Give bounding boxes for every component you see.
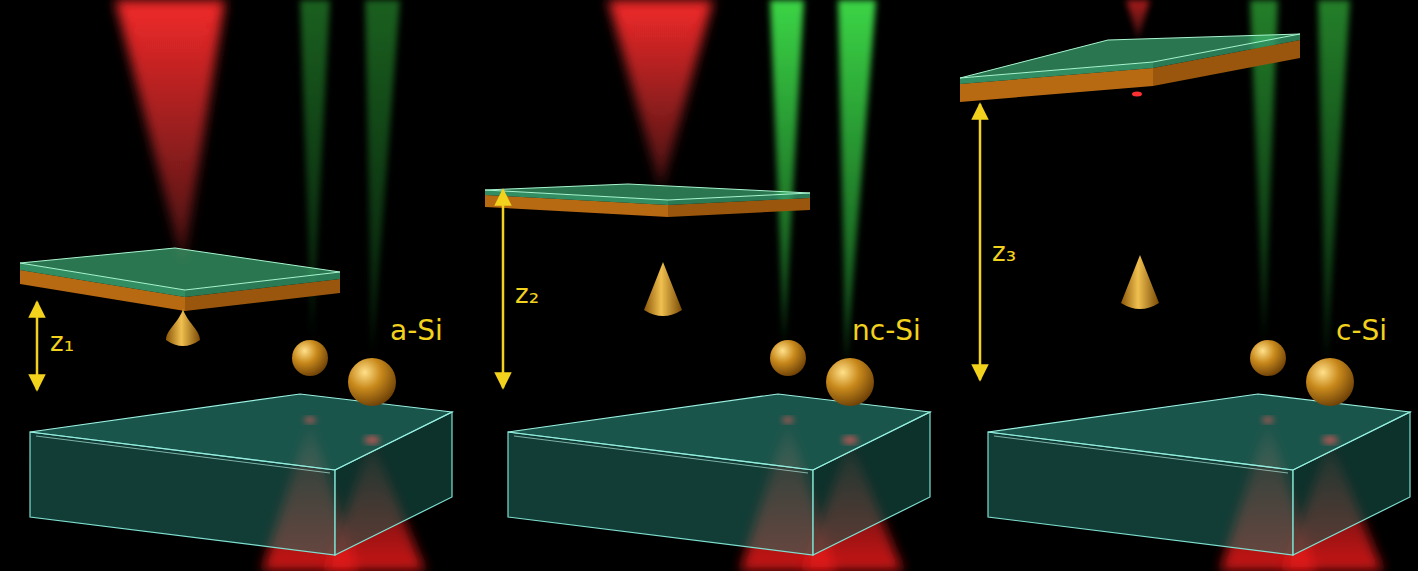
gold-tip — [644, 262, 682, 316]
panel-a-si — [20, 0, 452, 571]
red-laser-beam — [1126, 0, 1150, 40]
distance-arrow — [502, 190, 505, 388]
substrate-with-nanoparticles — [508, 340, 930, 571]
distance-label: z₂ — [515, 280, 539, 309]
silicon-film-plate — [485, 184, 810, 217]
distance-arrow — [36, 302, 39, 390]
green-laser-beam — [838, 0, 876, 365]
red-laser-beam — [608, 0, 713, 190]
material-label: c-Si — [1336, 316, 1387, 347]
silicon-film-plate — [20, 248, 340, 311]
gold-tip — [166, 309, 200, 346]
distance-label: z₃ — [992, 238, 1016, 267]
substrate-with-nanoparticles — [988, 340, 1410, 571]
gold-tip — [1121, 255, 1159, 309]
green-laser-beam — [365, 0, 400, 356]
green-laser-beam — [1318, 0, 1350, 365]
distance-arrow — [979, 104, 982, 380]
silicon-film-plate — [960, 34, 1300, 102]
distance-label: z₁ — [50, 328, 74, 357]
red-laser-beam — [115, 0, 225, 265]
panel-c-si — [960, 0, 1410, 571]
substrate-with-nanoparticles — [30, 340, 452, 571]
material-label: a-Si — [390, 316, 443, 347]
green-laser-beam — [770, 0, 804, 345]
material-label: nc-Si — [852, 316, 921, 347]
laser-spot — [1132, 92, 1142, 97]
panel-nc-si — [485, 0, 930, 571]
